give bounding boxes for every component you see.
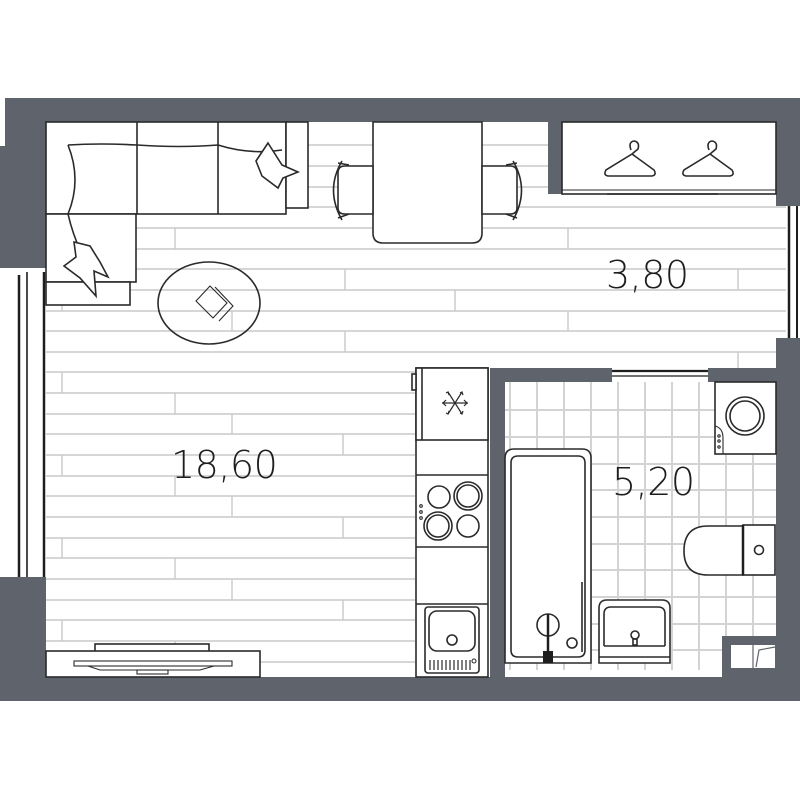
corner-sofa xyxy=(45,121,309,306)
area-label-bathroom: 5,20 xyxy=(612,460,695,504)
kitchen-sink xyxy=(424,606,480,674)
tv-stand xyxy=(45,643,261,678)
chair-left xyxy=(332,160,374,221)
wall-right-upper xyxy=(776,98,800,206)
round-rug xyxy=(157,261,261,345)
bathroom-window-or-vent xyxy=(612,368,708,382)
wall-bottom xyxy=(0,677,800,701)
kitchen-unit xyxy=(411,367,489,678)
hanger-icon xyxy=(682,140,734,177)
bathroom-wall-top-left xyxy=(490,368,612,382)
wall-top xyxy=(5,98,800,122)
area-label-living-kitchen: 18,60 xyxy=(171,443,278,487)
washing-machine xyxy=(714,381,777,455)
window-left xyxy=(17,268,46,577)
dining-table xyxy=(372,121,483,244)
bathroom-wall-left xyxy=(490,368,505,677)
wardrobe-niche-wall xyxy=(548,122,562,194)
fridge xyxy=(411,367,489,441)
area-label-hallway: 3,80 xyxy=(606,253,689,297)
utility-shaft xyxy=(731,645,776,668)
wardrobe xyxy=(561,121,777,195)
toilet xyxy=(683,524,776,576)
window-right xyxy=(786,206,800,338)
bathroom-wall-top-right xyxy=(708,368,800,382)
wall-left-upper xyxy=(0,98,46,268)
walls xyxy=(0,98,800,701)
snowflake-icon xyxy=(442,391,468,415)
washbasin xyxy=(598,599,671,664)
cooktop xyxy=(416,481,488,548)
hanger-icon xyxy=(604,140,656,177)
bathtub xyxy=(504,448,592,664)
book-icon xyxy=(195,285,234,322)
chair-right xyxy=(481,160,523,221)
